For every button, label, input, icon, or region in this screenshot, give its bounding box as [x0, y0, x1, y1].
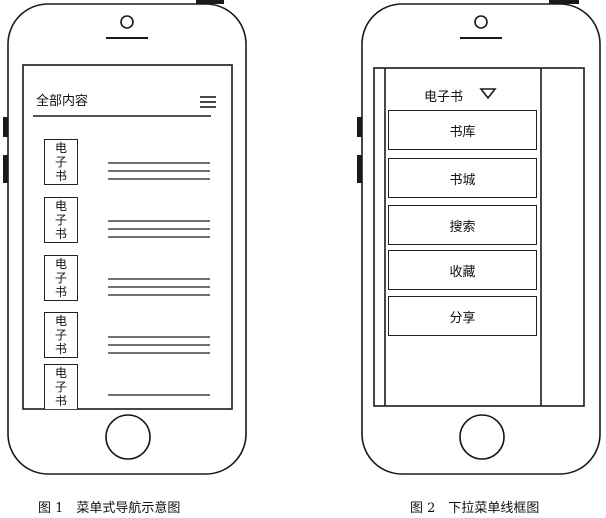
ebook-thumbnail[interactable]: 电子书 — [44, 139, 78, 185]
figure2-caption: 图 2 下拉菜单线框图 — [410, 501, 540, 516]
ebook-label-char: 子 — [55, 155, 68, 169]
ebook-label-char: 书 — [55, 169, 68, 183]
chevron-down-icon[interactable] — [478, 86, 498, 100]
page-title: 全部内容 — [36, 94, 89, 109]
ebook-thumbnail[interactable]: 电子书 — [44, 312, 78, 358]
dropdown-header[interactable]: 电子书 — [424, 90, 464, 105]
ebook-label-char: 子 — [55, 271, 68, 285]
ebook-label-char: 电 — [55, 257, 68, 271]
menu-item-label: 收藏 — [449, 264, 476, 280]
ebook-label-char: 书 — [55, 227, 68, 241]
ebook-thumbnail[interactable]: 电子书 — [44, 197, 78, 243]
phone1-top-button — [196, 0, 224, 4]
phone2-screen — [373, 67, 585, 407]
menu-item-bookstore[interactable]: 书城 — [388, 158, 537, 198]
menu-item-share[interactable]: 分享 — [388, 296, 537, 336]
phone2-body — [361, 3, 601, 475]
ebook-label-char: 书 — [55, 394, 68, 408]
phone2-side-button-2 — [357, 155, 362, 183]
menu-item-label: 分享 — [449, 310, 476, 326]
ebook-label: 电子书 — [55, 257, 67, 299]
phone1-body — [7, 3, 247, 475]
dropdown-triangle — [479, 88, 497, 100]
menu-item-library[interactable]: 书库 — [388, 110, 537, 150]
ebook-thumbnail[interactable]: 电子书 — [44, 364, 78, 409]
hamburger-menu-icon[interactable] — [198, 93, 218, 111]
phone1-camera — [120, 15, 134, 29]
ebook-label-char: 电 — [55, 314, 68, 328]
ebook-thumbnail[interactable]: 电子书 — [44, 255, 78, 301]
ebook-label-char: 电 — [55, 199, 68, 213]
ebook-label: 电子书 — [55, 199, 67, 241]
list-lines — [108, 162, 210, 396]
ebook-label: 电子书 — [55, 314, 67, 356]
phone2-top-button — [549, 0, 579, 4]
phone1-screen — [22, 64, 233, 410]
ebook-label-char: 电 — [55, 141, 68, 155]
ebook-label-char: 书 — [55, 342, 68, 356]
ebook-label-char: 子 — [55, 213, 68, 227]
phone2-side-button-1 — [357, 117, 362, 137]
phone1-home-button — [105, 414, 151, 460]
menu-item-search[interactable]: 搜索 — [388, 205, 537, 245]
menu-item-label: 书城 — [449, 172, 476, 188]
ebook-label-char: 电 — [55, 366, 68, 380]
ebook-label-char: 书 — [55, 285, 68, 299]
phone1-side-button-1 — [3, 117, 8, 137]
ebook-label-char: 子 — [55, 380, 68, 394]
menu-item-favorites[interactable]: 收藏 — [388, 250, 537, 290]
menu-item-label: 搜索 — [449, 219, 476, 235]
phone2-camera — [474, 15, 488, 29]
ebook-label: 电子书 — [55, 366, 67, 408]
ebook-label: 电子书 — [55, 141, 67, 183]
ebook-label-char: 子 — [55, 328, 68, 342]
phone1-side-button-2 — [3, 155, 8, 183]
menu-item-label: 书库 — [449, 124, 476, 140]
phone2-home-button — [459, 414, 505, 460]
figure1-caption: 图 1 菜单式导航示意图 — [38, 501, 181, 516]
